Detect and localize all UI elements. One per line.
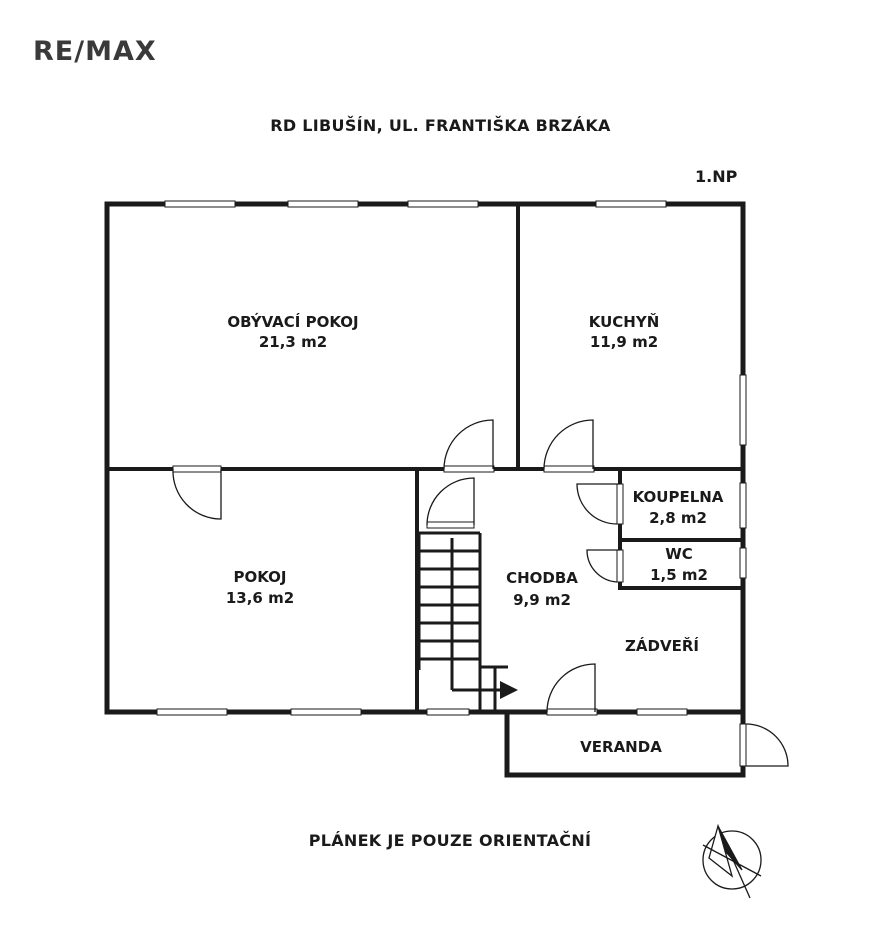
windows xyxy=(156,200,747,716)
staircase xyxy=(417,531,508,712)
room-hall-area: 9,9 m2 xyxy=(513,591,571,609)
floor-label: 1.NP xyxy=(695,167,738,186)
room-wc-area: 1,5 m2 xyxy=(650,566,708,584)
plan-title: RD LIBUŠÍN, UL. FRANTIŠKA BRZÁKA xyxy=(270,116,611,135)
room-veranda-name: VERANDA xyxy=(580,738,662,756)
disclaimer-note: PLÁNEK JE POUZE ORIENTAČNÍ xyxy=(308,831,592,850)
room-wc-name: WC xyxy=(665,545,693,563)
room-bathroom-area: 2,8 m2 xyxy=(649,509,707,527)
room-pokoj-area: 13,6 m2 xyxy=(226,589,294,607)
remax-logo: RE/MAX xyxy=(33,36,157,67)
room-bathroom-name: KOUPELNA xyxy=(633,488,724,506)
room-living-name: OBÝVACÍ POKOJ xyxy=(227,312,358,331)
room-hall-name: CHODBA xyxy=(506,569,578,587)
room-living-area: 21,3 m2 xyxy=(259,333,327,351)
door-swings xyxy=(172,419,789,767)
room-entrance-name: ZÁDVEŘÍ xyxy=(625,636,699,655)
room-pokoj-name: POKOJ xyxy=(233,568,286,586)
compass-icon xyxy=(702,823,762,899)
room-kitchen-area: 11,9 m2 xyxy=(590,333,658,351)
interior-walls xyxy=(105,202,745,714)
room-kitchen-name: KUCHYŇ xyxy=(589,312,660,331)
stair-arrow-icon xyxy=(500,681,518,699)
